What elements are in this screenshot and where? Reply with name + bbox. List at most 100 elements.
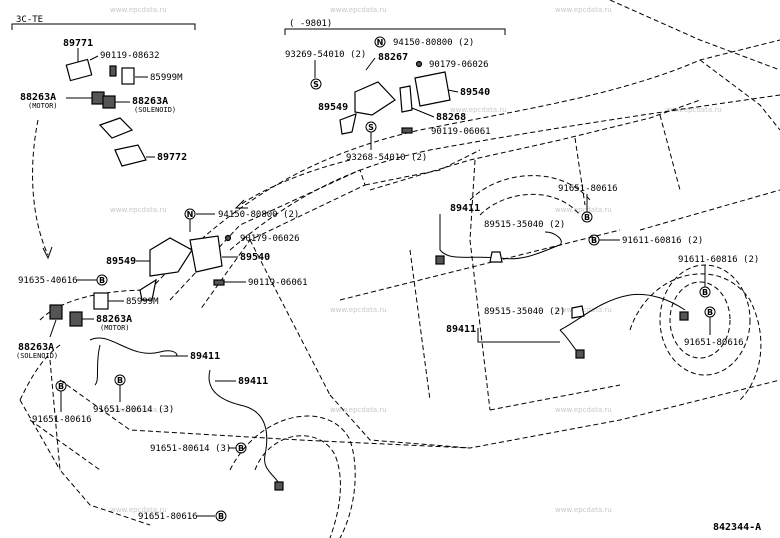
callout-label: 90119-06061 xyxy=(248,278,308,288)
rear-connector-lower xyxy=(575,349,585,359)
callout-label: 91635-40616 xyxy=(18,276,78,286)
callout-label: B xyxy=(591,236,597,245)
callout-label: 88263A xyxy=(132,96,168,107)
bracket-89549-center xyxy=(149,237,193,277)
callout-label: 91651-80616 xyxy=(138,512,198,522)
marker-b-91635: B xyxy=(96,274,108,286)
callout-label: 90119-06061 xyxy=(431,127,491,137)
callout-label: 89549 xyxy=(106,256,136,267)
callout-label: 89515-35040 (2) xyxy=(484,307,565,317)
callout-label: 91651-80614 (3) xyxy=(150,444,231,454)
callout-label: B xyxy=(117,376,123,385)
callout-label: 88263A xyxy=(18,342,54,353)
callout-label: 89411 xyxy=(190,351,220,362)
88268-part xyxy=(399,85,413,113)
callout-label: B xyxy=(58,382,64,391)
callout-label: S xyxy=(313,80,319,89)
nut-90179-06026-center xyxy=(224,234,232,242)
89772-sensor-part xyxy=(114,144,147,167)
callout-label: 91651-80616 xyxy=(684,338,744,348)
clip-89515-upper xyxy=(489,251,503,263)
ecu-89540-center xyxy=(189,235,223,273)
callout-label: 89772 xyxy=(157,152,187,163)
callout-label: 88263A xyxy=(20,92,56,103)
marker-n-upper: N xyxy=(374,36,386,48)
callout-label: www.epcdata.ru xyxy=(450,106,507,114)
callout-label: 91651-80616 xyxy=(32,415,92,425)
bolt-90119-06061 xyxy=(401,127,413,134)
callout-label: B xyxy=(707,308,713,317)
callout-label: 94150-80800 (2) xyxy=(393,38,474,48)
group-9801: ( -9801) 93269-54010 (2) S N 94150-80800… xyxy=(234,19,506,209)
rear-cluster: 91651-80616 B 89411 89515-35040 (2) B 91… xyxy=(435,184,759,359)
callout-label: S xyxy=(368,123,374,132)
callout-label: 89540 xyxy=(240,252,270,263)
bracket-89549-part xyxy=(354,81,396,116)
callout-label: www.epcdata.ru xyxy=(555,406,612,414)
callout-label: 89515-35040 (2) xyxy=(484,220,565,230)
marker-b-91651-80614-wheel: B xyxy=(235,442,247,454)
harness-89411-rear-upper xyxy=(439,231,562,260)
date-label: ( -9801) xyxy=(289,19,332,29)
callout-label: 89540 xyxy=(460,87,490,98)
bracket-89549-tab xyxy=(339,113,357,135)
marker-s-lower: S xyxy=(365,121,377,133)
diagram-reference-code: 842344-A xyxy=(713,522,761,533)
callout-label: 90179-06026 xyxy=(240,234,300,244)
bolt-90119-06061-center xyxy=(213,279,225,286)
callout-label: 93268-54010 (2) xyxy=(346,153,427,163)
callout-label: 91651-80616 xyxy=(558,184,618,194)
callout-label: 91651-80614 (3) xyxy=(93,405,174,415)
89771-sensor-part xyxy=(65,58,93,82)
callout-label: 89411 xyxy=(446,324,476,335)
connector-88263a-motor-center xyxy=(69,311,83,327)
callout-label: 85999M xyxy=(150,73,183,83)
callout-label: 91611-60816 (2) xyxy=(622,236,703,246)
callout-label: B xyxy=(702,288,708,297)
callout-label: 89771 xyxy=(63,38,93,49)
callout-label: www.epcdata.ru xyxy=(665,106,722,114)
marker-s-upper: S xyxy=(310,78,322,90)
group-3c-te: 3C-TE 89771 90119-08632 85999M 88263A (M… xyxy=(11,15,196,260)
harness-89411-front xyxy=(89,337,178,357)
connector-88263a-motor xyxy=(91,91,105,105)
vehicle-outline xyxy=(19,0,780,538)
actuator-part-upper xyxy=(98,117,134,139)
rear-wheel-sensor xyxy=(679,311,689,321)
harness-89411-wheel xyxy=(208,369,281,486)
callout-label: 93269-54010 (2) xyxy=(285,50,366,60)
marker-b-91651-80616-left: B xyxy=(55,380,67,392)
callout-label: B xyxy=(584,213,590,222)
callout-label: 89549 xyxy=(318,102,348,113)
callout-label: B xyxy=(218,512,224,521)
engine-label: 3C-TE xyxy=(16,15,43,25)
callout-label: www.epcdata.ru xyxy=(330,6,387,14)
bracket-85999m xyxy=(121,67,135,85)
marker-b-rear-91611-top: B xyxy=(588,234,600,246)
callout-label: N xyxy=(377,38,384,47)
callout-label: www.epcdata.ru xyxy=(110,406,167,414)
callout-label: 94150-80800 (2) xyxy=(218,210,299,220)
callout-label: www.epcdata.ru xyxy=(110,206,167,214)
callout-label: 88263A xyxy=(96,314,132,325)
callout-label: (SOLENOID) xyxy=(134,106,176,114)
nut-90179-06026 xyxy=(415,60,423,68)
marker-b-91651-80616-wheel: B xyxy=(215,510,227,522)
callout-label: (MOTOR) xyxy=(100,324,130,332)
harness-89411-rear-lower xyxy=(559,293,686,331)
center-cluster: N 94150-80800 (2) 90179-06026 89549 8954… xyxy=(16,208,308,522)
clip-89515-lower xyxy=(571,305,585,319)
callout-label: www.epcdata.ru xyxy=(555,206,612,214)
callout-label: 89411 xyxy=(450,203,480,214)
callout-label: www.epcdata.ru xyxy=(110,6,167,14)
callout-label: www.epcdata.ru xyxy=(555,506,612,514)
marker-b-91651-80614-left: B xyxy=(114,374,126,386)
callout-label: 88268 xyxy=(436,112,466,123)
rear-connector-upper xyxy=(435,255,445,265)
callout-label: 85999M xyxy=(126,297,159,307)
callout-label: 90119-08632 xyxy=(100,51,160,61)
bracket-85999m-center xyxy=(93,292,109,310)
callout-label: B xyxy=(99,276,105,285)
